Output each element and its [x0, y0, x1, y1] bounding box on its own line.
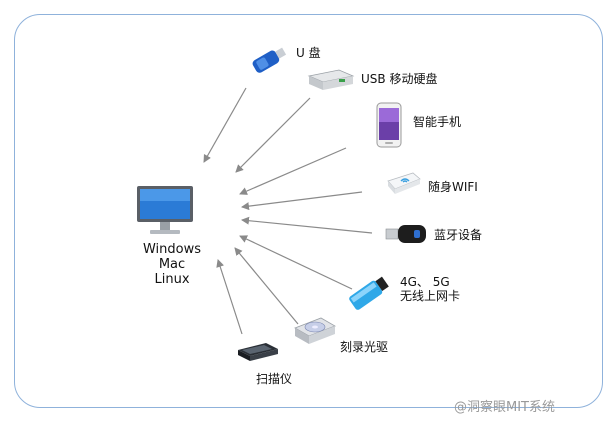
smartphone-icon — [376, 102, 402, 148]
arrow-optical-drive — [234, 247, 299, 325]
os-mac: Mac — [158, 257, 186, 272]
external-hard-drive-icon — [307, 69, 355, 90]
desktop-computer-icon — [137, 186, 193, 234]
label-modem: 4G、 5G 无线上网卡 — [400, 275, 460, 303]
diagram-frame — [14, 14, 603, 408]
arrow-smartphone — [239, 147, 347, 195]
label-bluetooth: 蓝牙设备 — [434, 228, 483, 242]
scanner-icon — [238, 343, 278, 361]
arrow-wifi — [241, 191, 363, 211]
arrow-bluetooth — [241, 216, 373, 234]
label-modem-line2: 无线上网卡 — [400, 289, 461, 303]
arrow-scanner — [216, 259, 243, 335]
watermark: @洞察眼MIT系统 — [454, 400, 555, 415]
os-linux: Linux — [154, 272, 190, 287]
label-usb-drive: U 盘 — [296, 46, 321, 60]
usb-flash-drive-icon — [252, 47, 287, 73]
label-wifi: 随身WIFI — [428, 180, 478, 194]
arrow-modem — [239, 235, 353, 290]
label-modem-line1: 4G、 5G — [400, 275, 450, 289]
os-labels: Windows Mac Linux — [128, 242, 216, 287]
label-scanner: 扫描仪 — [256, 372, 293, 386]
label-smartphone: 智能手机 — [413, 115, 462, 129]
portable-wifi-icon — [387, 172, 421, 194]
os-windows: Windows — [142, 242, 202, 257]
label-optical-drive: 刻录光驱 — [340, 340, 389, 354]
arrow-hard-drive — [235, 97, 311, 173]
optical-drive-icon — [294, 317, 336, 344]
wireless-modem-icon — [349, 276, 389, 310]
bluetooth-adapter-icon — [385, 225, 426, 243]
arrow-usb-drive — [203, 87, 247, 163]
label-hard-drive: USB 移动硬盘 — [361, 72, 438, 86]
